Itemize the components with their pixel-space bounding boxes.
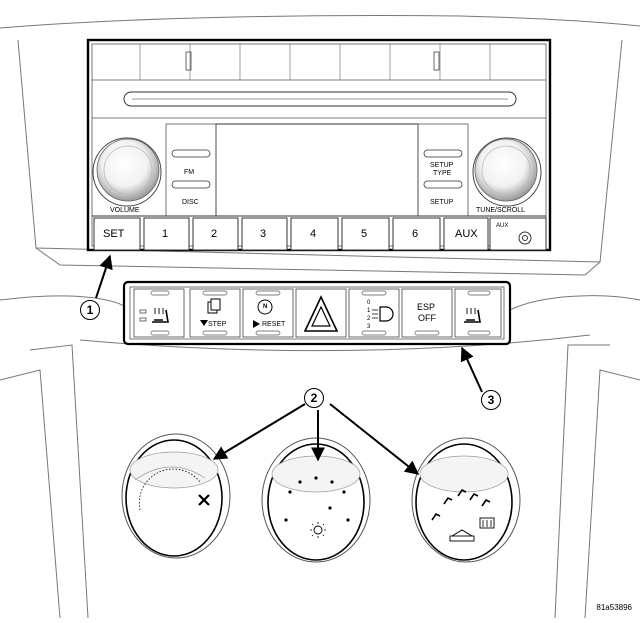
dimmer-headlamp-icon[interactable] <box>372 306 394 322</box>
fm-label: FM <box>184 169 195 176</box>
dimmer-level-1: 1 <box>367 308 371 314</box>
aux-button[interactable]: AUX <box>455 228 478 240</box>
aux-jack-label: AUX <box>496 223 509 229</box>
fan-icon <box>198 494 210 506</box>
setup-type-label-line2: TYPE <box>433 170 452 177</box>
tune-scroll-label: TUNE/SCROLL <box>476 207 526 214</box>
airflow-mode-icons <box>431 488 491 521</box>
hazard-icon[interactable] <box>303 295 339 332</box>
disc-label: DISC <box>182 199 199 206</box>
callout-1: 1 <box>80 300 100 320</box>
seat-heater-right-icon[interactable] <box>464 308 481 323</box>
set-button[interactable]: SET <box>103 228 125 240</box>
dimmer-level-0: 0 <box>367 300 371 306</box>
callout-arrows <box>95 254 483 475</box>
mode-knob[interactable] <box>411 437 521 563</box>
volume-knob[interactable] <box>92 137 162 207</box>
preset-button-1[interactable]: 1 <box>162 228 169 240</box>
reset-label: RESET <box>262 321 286 328</box>
recirculation-icon <box>449 529 475 542</box>
trip-computer-icon[interactable] <box>200 298 221 326</box>
preset-button-3[interactable]: 3 <box>260 228 267 240</box>
temperature-knob[interactable] <box>261 437 371 563</box>
step-label: STEP <box>208 321 227 328</box>
callout-3: 3 <box>481 390 501 410</box>
blower-fan-knob[interactable] <box>121 433 231 559</box>
tune-scroll-knob[interactable] <box>472 137 542 207</box>
preset-button-6[interactable]: 6 <box>412 228 419 240</box>
callout-2: 2 <box>304 388 324 408</box>
sun-temperature-icon <box>310 522 326 538</box>
compass-letter: N <box>263 304 268 310</box>
leader-line-2c <box>329 403 420 475</box>
leader-line-2a <box>212 403 306 460</box>
volume-label: VOLUME <box>110 207 140 214</box>
compass-icon[interactable] <box>253 299 273 328</box>
esp-label-line1: ESP <box>417 302 436 312</box>
dimmer-level-3: 3 <box>367 324 371 330</box>
seat-heater-left-icon[interactable] <box>139 308 169 323</box>
preset-button-2[interactable]: 2 <box>211 228 218 240</box>
rear-defrost-icon <box>479 517 495 529</box>
preset-button-row <box>93 217 547 251</box>
esp-label-line2: OFF <box>418 313 436 323</box>
leader-line-3 <box>460 346 483 393</box>
dimmer-level-2: 2 <box>367 316 371 322</box>
leader-line-1 <box>95 254 113 299</box>
setup-label: SETUP <box>430 199 454 206</box>
preset-button-4[interactable]: 4 <box>310 228 317 240</box>
figure-id: 81a53896 <box>596 603 632 612</box>
setup-type-label-line1: SETUP <box>430 162 454 169</box>
preset-button-5[interactable]: 5 <box>361 228 368 240</box>
aux-jack-icon[interactable] <box>518 231 532 245</box>
radio-unit <box>86 38 552 252</box>
dash-bezel <box>0 15 640 619</box>
